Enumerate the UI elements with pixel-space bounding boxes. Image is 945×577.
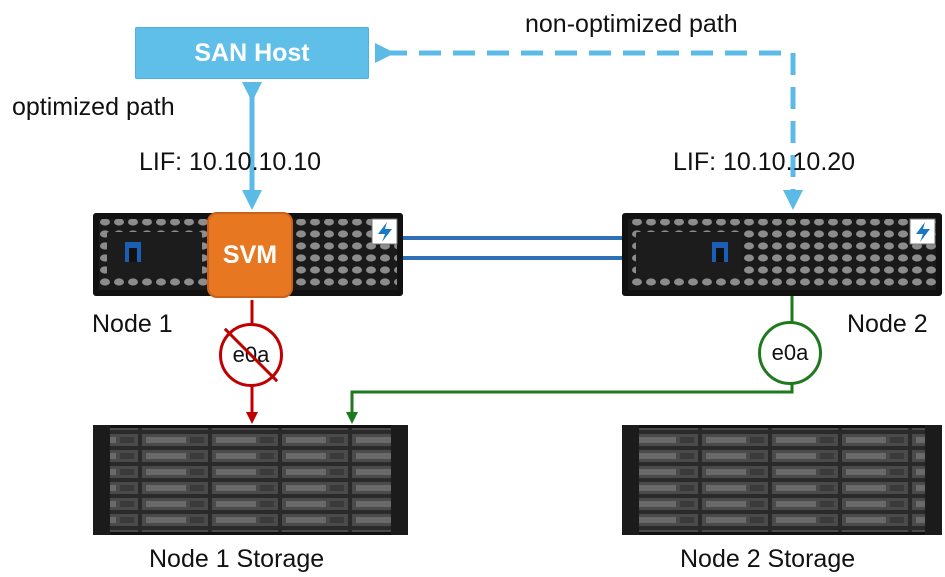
node2-storage-label: Node 2 Storage xyxy=(680,545,856,573)
svm-label: SVM xyxy=(222,240,278,269)
svm-box: SVM xyxy=(207,212,293,298)
non-optimized-path-label: non-optimized path xyxy=(525,10,738,38)
node2-lif-label: LIF: 10.10.10.20 xyxy=(673,148,856,176)
node1-label: Node 1 xyxy=(92,310,173,338)
node1-storage-label: Node 1 Storage xyxy=(149,545,325,573)
node2-controller xyxy=(622,213,942,296)
node1-lif-label: LIF: 10.10.10.10 xyxy=(139,148,322,176)
non-optimized-path-line xyxy=(375,43,803,210)
node2-port-active: e0a xyxy=(758,321,822,385)
active-path-line xyxy=(346,296,794,424)
node2-port-label: e0a xyxy=(771,340,809,365)
san-host-label: SAN Host xyxy=(194,38,310,67)
node1-flash-badge-icon xyxy=(371,218,398,245)
node2-label: Node 2 xyxy=(847,310,928,338)
node1-port-blocked: e0a xyxy=(219,323,283,387)
optimized-path-label: optimized path xyxy=(12,93,175,121)
node2-storage-shelf xyxy=(622,425,942,535)
san-host-box: SAN Host xyxy=(135,27,369,79)
node1-storage-shelf xyxy=(93,425,408,535)
